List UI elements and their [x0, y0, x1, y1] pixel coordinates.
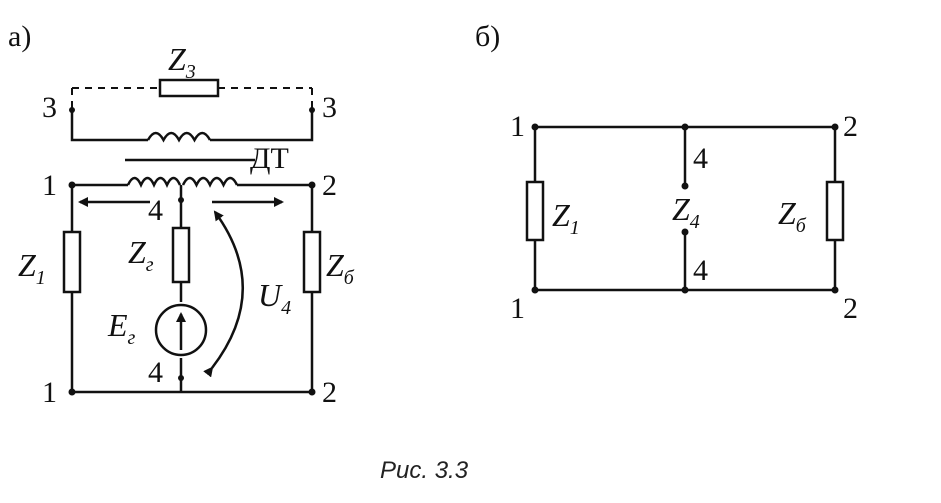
node-1-top-dot-b: [531, 123, 539, 131]
node-2-top-b: 2: [843, 110, 858, 143]
z1-resistor: [62, 230, 82, 294]
node-1-bottom-dot: [68, 388, 76, 396]
node-4-top-dot-b: [681, 182, 689, 190]
node-2-bottom: 2: [322, 376, 337, 409]
node-2-bottom-dot: [308, 388, 316, 396]
node-mid-bottom-dot-b: [681, 286, 689, 294]
node-3-right-dot: [309, 107, 315, 113]
z1-label: Z1: [18, 247, 46, 289]
node-1-top-b: 1: [510, 110, 525, 143]
panel-b-label: б): [475, 20, 500, 53]
z3-resistor: [158, 78, 220, 98]
node-2-bottom-dot-b: [831, 286, 839, 294]
node-4-top-b: 4: [693, 142, 708, 175]
node-4-bottom-dot-b: [681, 228, 689, 236]
node-3-right: 3: [322, 91, 337, 124]
node-2-bottom-b: 2: [843, 292, 858, 325]
panel-b: б) Z1 4 4 Z4 Zб 1 2 1 2: [475, 20, 858, 325]
node-3-left: 3: [42, 91, 57, 124]
panel-a: а) Z3 3 3 ДТ 1 2 4 Zг Eг: [8, 20, 355, 409]
node-4-bottom: 4: [148, 356, 163, 389]
z3-dashed-loop: [71, 87, 313, 132]
node-4-top-dot: [178, 197, 184, 203]
zg-label: Zг: [128, 234, 154, 276]
z1-resistor-b: [525, 180, 545, 242]
eg-label: Eг: [107, 307, 136, 349]
zb-resistor: [302, 230, 322, 294]
secondary-winding-loop: [70, 108, 314, 142]
z1-label-b: Z1: [552, 197, 580, 239]
figure-caption: Рис. 3.3: [380, 457, 469, 484]
primary-coil-right: [181, 176, 239, 188]
node-3-left-dot: [69, 107, 75, 113]
zb-label: Zб: [326, 247, 355, 289]
primary-coil-left: [126, 176, 182, 188]
u4-label: U4: [258, 277, 291, 319]
node-2-top: 2: [322, 169, 337, 202]
node-1-bottom-dot-b: [531, 286, 539, 294]
node-2-top-dot-b: [831, 123, 839, 131]
node-4-top: 4: [148, 194, 163, 227]
u4-voltage-arc: [203, 210, 244, 378]
node-4-bottom-b: 4: [693, 254, 708, 287]
zb-label-b: Zб: [778, 195, 807, 237]
node-4-bottom-dot: [178, 375, 184, 381]
node-1-bottom-b: 1: [510, 292, 525, 325]
dt-label: ДТ: [250, 142, 289, 175]
zg-resistor: [171, 226, 191, 284]
zb-resistor-b: [825, 180, 845, 242]
panel-a-label: а): [8, 20, 31, 53]
secondary-coil: [146, 131, 212, 143]
node-1-top: 1: [42, 169, 57, 202]
node-1-bottom: 1: [42, 376, 57, 409]
z3-label: Z3: [168, 41, 196, 83]
z4-label-b: Z4: [672, 191, 700, 233]
node-mid-top-dot-b: [681, 123, 689, 131]
